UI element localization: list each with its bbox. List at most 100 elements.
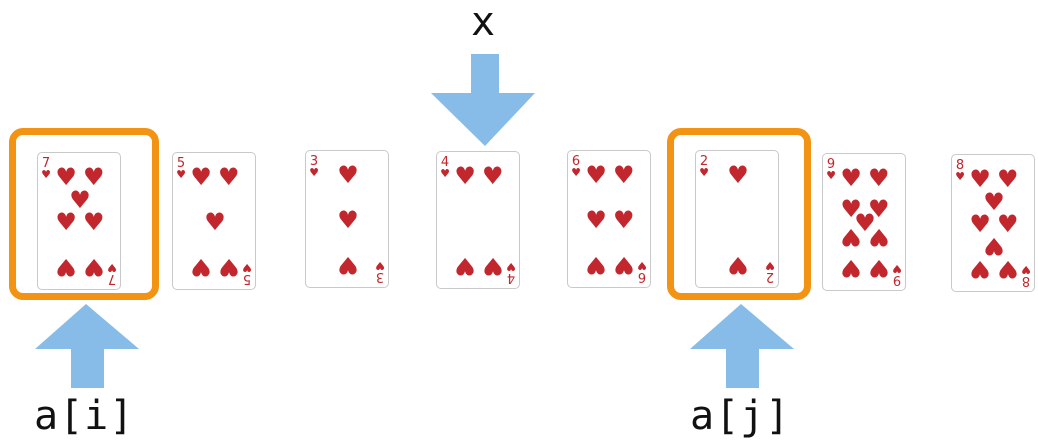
heart-pip-icon: ♥ [868, 194, 890, 223]
card-index-br: 8♥ [1021, 263, 1031, 288]
card-rank: 4 [440, 155, 450, 170]
heart-suit-icon: ♥ [637, 259, 647, 272]
heart-suit-icon: ♥ [826, 169, 836, 182]
heart-pip-icon: ♥ [55, 208, 77, 236]
card-rank: 2 [699, 154, 709, 169]
heart-suit-icon: ♥ [1021, 263, 1031, 276]
heart-suit-icon: ♥ [892, 262, 902, 275]
heart-pip-icon: ♥ [83, 208, 105, 236]
heart-pip-icon: ♥ [983, 187, 1005, 216]
card-index-br: 6♥ [637, 259, 647, 284]
heart-pip-icon: ♥ [854, 209, 876, 237]
heart-pip-icon: ♥ [585, 250, 607, 279]
card-face: 4♥4♥♥♥♥♥ [437, 152, 519, 288]
card-index-tl: 6♥ [571, 154, 581, 179]
heart-suit-icon: ♥ [440, 167, 450, 180]
card-7-hearts: 7♥7♥♥♥♥♥♥♥♥ [37, 152, 121, 290]
heart-pip-icon: ♥ [613, 161, 635, 190]
heart-pip-icon: ♥ [969, 165, 991, 194]
arrow-up-shape [35, 304, 139, 388]
heart-pip-icon: ♥ [218, 163, 240, 192]
heart-suit-icon: ♥ [571, 166, 581, 179]
card-index-br: 9♥ [892, 262, 902, 287]
card-index-tl: 7♥ [41, 156, 51, 181]
heart-pip-icon: ♥ [454, 251, 476, 280]
card-index-tl: 4♥ [440, 155, 450, 180]
heart-pip-icon: ♥ [840, 253, 862, 282]
heart-pip-icon: ♥ [204, 208, 226, 236]
heart-pip-icon: ♥ [585, 161, 607, 190]
card-face: 2♥2♥♥♥ [696, 151, 778, 287]
heart-pip-icon: ♥ [997, 254, 1019, 283]
arrow-up-icon [690, 304, 794, 388]
heart-suit-icon: ♥ [506, 260, 516, 273]
card-rank: 8 [955, 158, 965, 173]
heart-suit-icon: ♥ [176, 168, 186, 181]
heart-pip-icon: ♥ [969, 210, 991, 238]
heart-suit-icon: ♥ [699, 166, 709, 179]
heart-pip-icon: ♥ [727, 161, 749, 190]
heart-suit-icon: ♥ [955, 170, 965, 183]
card-index-tl: 9♥ [826, 157, 836, 182]
arrow-up-shape [690, 304, 794, 388]
heart-pip-icon: ♥ [868, 253, 890, 282]
heart-pip-icon: ♥ [613, 250, 635, 279]
heart-pip-icon: ♥ [482, 162, 504, 191]
card-face: 8♥8♥♥♥♥♥♥♥♥♥ [952, 155, 1034, 291]
heart-pip-icon: ♥ [585, 206, 607, 234]
card-rank: 9 [826, 157, 836, 172]
card-3-hearts: 3♥3♥♥♥♥ [305, 150, 389, 288]
card-face: 5♥5♥♥♥♥♥♥ [173, 153, 255, 289]
heart-pip-icon: ♥ [190, 252, 212, 281]
card-index-br: 5♥ [242, 261, 252, 286]
arrow-up-icon [35, 304, 139, 388]
heart-pip-icon: ♥ [840, 223, 862, 252]
heart-suit-icon: ♥ [242, 261, 252, 274]
heart-pip-icon: ♥ [454, 162, 476, 191]
card-rank: 6 [571, 154, 581, 169]
heart-pip-icon: ♥ [337, 206, 359, 234]
heart-pip-icon: ♥ [613, 206, 635, 234]
pointer-label-x: x [471, 0, 497, 45]
card-index-tl: 5♥ [176, 156, 186, 181]
heart-pip-icon: ♥ [337, 250, 359, 279]
heart-pip-icon: ♥ [83, 163, 105, 192]
card-2-hearts: 2♥2♥♥♥ [695, 150, 779, 288]
heart-pip-icon: ♥ [218, 252, 240, 281]
heart-suit-icon: ♥ [41, 168, 51, 181]
heart-pip-icon: ♥ [840, 194, 862, 223]
card-face: 9♥9♥♥♥♥♥♥♥♥♥♥ [823, 154, 905, 290]
card-face: 7♥7♥♥♥♥♥♥♥♥ [38, 153, 120, 289]
card-5-hearts: 5♥5♥♥♥♥♥♥ [172, 152, 256, 290]
heart-pip-icon: ♥ [69, 185, 91, 214]
card-face: 6♥6♥♥♥♥♥♥♥ [568, 151, 650, 287]
arrow-down-icon [431, 54, 535, 146]
heart-suit-icon: ♥ [375, 259, 385, 272]
card-index-tl: 2♥ [699, 154, 709, 179]
card-index-br: 3♥ [375, 259, 385, 284]
card-6-hearts: 6♥6♥♥♥♥♥♥♥ [567, 150, 651, 288]
arrow-down-shape [431, 54, 535, 146]
card-index-tl: 3♥ [309, 155, 319, 179]
heart-suit-icon: ♥ [309, 166, 319, 179]
card-9-hearts: 9♥9♥♥♥♥♥♥♥♥♥♥ [822, 153, 906, 291]
card-index-tl: 8♥ [955, 158, 965, 183]
highlight-box-j [667, 128, 811, 300]
heart-pip-icon: ♥ [868, 164, 890, 193]
heart-pip-icon: ♥ [868, 223, 890, 252]
heart-pip-icon: ♥ [482, 251, 504, 280]
card-4-hearts: 4♥4♥♥♥♥♥ [436, 151, 520, 289]
heart-pip-icon: ♥ [840, 164, 862, 193]
card-face: 3♥3♥♥♥♥ [306, 151, 388, 287]
heart-pip-icon: ♥ [997, 210, 1019, 238]
heart-pip-icon: ♥ [190, 163, 212, 192]
heart-pip-icon: ♥ [55, 163, 77, 192]
card-index-br: 4♥ [506, 260, 516, 285]
pointer-label-a-i: a[i] [34, 393, 135, 439]
card-rank: 7 [41, 156, 51, 171]
card-8-hearts: 8♥8♥♥♥♥♥♥♥♥♥ [951, 154, 1035, 292]
heart-pip-icon: ♥ [997, 165, 1019, 194]
heart-pip-icon: ♥ [337, 161, 359, 190]
card-rank: 5 [176, 156, 186, 171]
